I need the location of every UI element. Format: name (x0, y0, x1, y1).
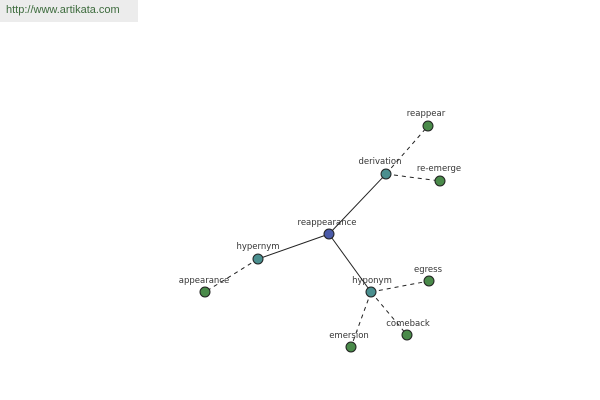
node-hypernym[interactable] (252, 253, 264, 265)
edge-derivation-reappear (385, 125, 429, 175)
node-label-appearance[interactable]: appearance (179, 276, 229, 286)
node-label-reappearance[interactable]: reappearance (298, 218, 357, 228)
node-label-egress[interactable]: egress (414, 265, 443, 275)
node-comeback[interactable] (401, 329, 413, 341)
edge-derivation-re-emerge (385, 173, 441, 182)
node-hyponym[interactable] (365, 286, 377, 298)
node-egress[interactable] (423, 275, 435, 287)
site-url-link[interactable]: http://www.artikata.com (0, 0, 138, 22)
edge-hypernym-appearance (204, 258, 259, 293)
node-label-hypernym[interactable]: hypernym (236, 242, 279, 252)
edge-hyponym-egress (370, 280, 430, 293)
node-label-derivation[interactable]: derivation (358, 157, 401, 167)
edge-hyponym-comeback (370, 291, 408, 336)
edge-reappearance-hypernym (257, 233, 330, 260)
node-appearance[interactable] (199, 286, 211, 298)
node-reappear[interactable] (422, 120, 434, 132)
node-derivation[interactable] (380, 168, 392, 180)
node-label-hyponym[interactable]: hyponym (352, 276, 392, 286)
node-label-comeback[interactable]: comeback (386, 319, 430, 329)
edge-reappearance-hyponym (328, 233, 372, 293)
node-emersion[interactable] (345, 341, 357, 353)
node-reappearance[interactable] (323, 228, 335, 240)
graph-labels: reappearance derivation hypernym hyponym rea… (179, 109, 461, 341)
node-re-emerge[interactable] (434, 175, 446, 187)
graph-nodes (199, 120, 446, 353)
graph-edges (204, 125, 441, 348)
edge-reappearance-derivation (328, 173, 387, 235)
node-label-emersion[interactable]: emersion (329, 331, 369, 341)
node-label-re-emerge[interactable]: re-emerge (417, 164, 461, 174)
node-label-reappear[interactable]: reappear (407, 109, 446, 119)
edge-hyponym-emersion (350, 291, 372, 348)
